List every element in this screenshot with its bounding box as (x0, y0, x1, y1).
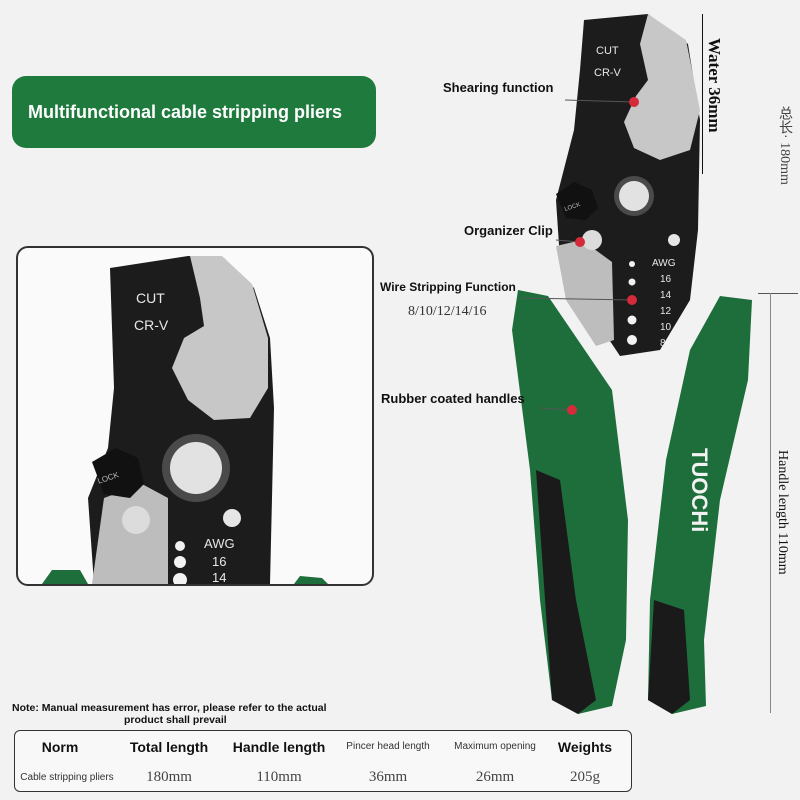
spec-value-total-length: 180mm (146, 769, 192, 785)
stripping-blade (556, 240, 614, 346)
note-line-1: Note: Manual measurement has error, plea… (12, 702, 327, 714)
detail-handle-left (42, 570, 88, 584)
handle-dimension-tick (758, 293, 798, 294)
spec-header-maximum-opening: Maximum opening (454, 741, 536, 752)
callout-stripping-sizes: 8/10/12/14/16 (408, 304, 487, 319)
spec-value-pincer-head-length: 36mm (368, 769, 408, 785)
brand-logo-text: TUOCHi (687, 448, 712, 532)
spec-header-pincer-head-length: Pincer head length (346, 741, 430, 752)
stripping-leader (521, 297, 633, 301)
stripping-marker (627, 295, 637, 305)
gauge-16: 16 (660, 274, 672, 285)
measurement-note: Note: Manual measurement has error, plea… (12, 702, 352, 726)
detail-notch-16 (175, 541, 185, 551)
spec-value-weights: 205g (570, 769, 600, 785)
detail-pivot-bolt (170, 442, 222, 494)
detail-gauge-14: 14 (212, 570, 226, 584)
gauge-8: 8 (660, 338, 666, 349)
spec-value-handle-length: 110mm (256, 769, 302, 785)
spec-value-maximum-opening: 26mm (475, 769, 515, 785)
pivot-bolt (619, 181, 649, 211)
detail-lock-knob (92, 448, 144, 498)
gauge-14: 14 (660, 290, 672, 301)
detail-rivet (223, 509, 241, 527)
detail-notch-12 (173, 573, 187, 584)
total-length-label: 总长· 180mm (777, 106, 792, 185)
callout-shearing: Shearing function (443, 80, 554, 95)
right-handle-grip (648, 600, 690, 714)
handle-dimension-line (770, 293, 771, 713)
note-line-2: product shall prevail (124, 714, 227, 726)
detail-gauge-16: 16 (212, 554, 226, 569)
rivet (668, 234, 680, 246)
spec-header-total-length: Total length (129, 738, 209, 755)
lock-pin (582, 230, 602, 250)
left-handle (512, 290, 628, 714)
spec-header-row: Norm Total length Handle length Pincer h… (15, 731, 631, 762)
rubber-marker (567, 405, 577, 415)
detail-material-mark: CR-V (134, 317, 169, 333)
callout-stripping: Wire Stripping Function (380, 280, 516, 294)
left-handle-grip (536, 470, 596, 714)
organizer-marker (575, 237, 585, 247)
spec-value-row: Cable stripping pliers 180mm 110mm 36mm … (15, 762, 631, 793)
detail-shear-blade (172, 256, 268, 420)
spec-header-weights: Weights (557, 738, 613, 755)
notch-14 (628, 278, 636, 286)
gauge-10: 10 (660, 322, 672, 333)
handle-length-label: Handle length 110mm (775, 450, 790, 575)
detail-cut-mark: CUT (136, 290, 165, 306)
material-mark: CR-V (594, 67, 622, 79)
gauge-12: 12 (660, 306, 672, 317)
shearing-marker (629, 97, 639, 107)
detail-zoom-panel: CUT CR-V LOCK AWG 16 14 (16, 246, 374, 586)
head-dimension-label: Water 36mm (705, 38, 724, 133)
title-banner: Multifunctional cable stripping pliers (12, 76, 376, 148)
shearing-leader (564, 99, 635, 103)
head-dimension-line (702, 14, 703, 174)
detail-awg-mark: AWG (204, 536, 235, 551)
detail-handle-right (294, 576, 328, 584)
awg-mark: AWG (652, 258, 676, 269)
notch-8 (627, 335, 637, 345)
lock-mark: LOCK (564, 202, 581, 213)
spec-header-handle-length: Handle length (232, 738, 326, 755)
detail-lock-pin (122, 506, 150, 534)
spec-header-norm: Norm (41, 738, 79, 755)
notch-16 (629, 261, 635, 267)
callout-rubber: Rubber coated handles (381, 391, 525, 406)
detail-notch-14 (174, 556, 186, 568)
notch-10 (627, 315, 637, 325)
spec-value-norm: Cable stripping pliers (20, 772, 114, 783)
callout-organizer: Organizer Clip (464, 223, 553, 238)
shear-blade (624, 14, 700, 160)
page-title: Multifunctional cable stripping pliers (28, 101, 343, 122)
cut-mark: CUT (596, 45, 619, 57)
detail-pliers-illustration: CUT CR-V LOCK AWG 16 14 (42, 256, 328, 584)
lock-knob (556, 182, 598, 220)
rubber-leader (539, 407, 573, 411)
detail-lower-blade (92, 484, 168, 584)
spec-table: Norm Total length Handle length Pincer h… (14, 730, 632, 792)
